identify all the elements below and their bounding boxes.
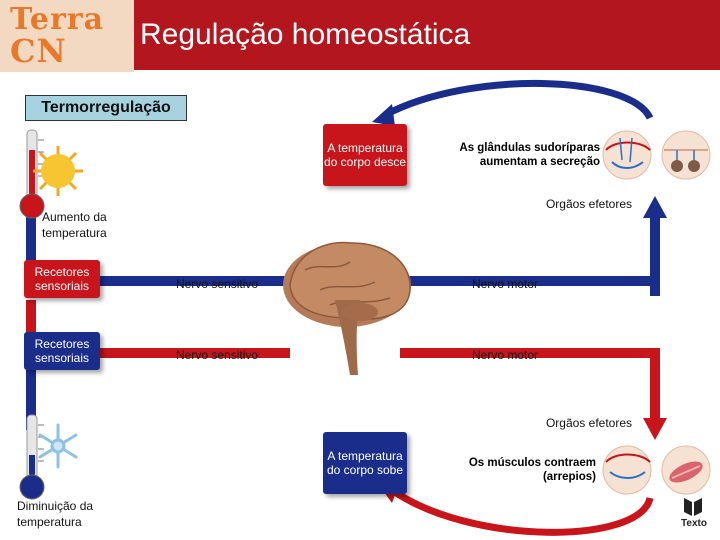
receptors-cold-text: Recetores sensoriais [24, 337, 100, 365]
sensory-nerve-label-1: Nervo sensitivo [176, 276, 286, 292]
effectors-label-bottom: Orgãos efetores [500, 415, 632, 431]
section-label: Termorregulação [25, 95, 187, 121]
temperature-up-box: A temperatura do corpo sobe [323, 432, 407, 494]
sensory-nerve-label-2: Nervo sensitivo [176, 347, 286, 363]
temperature-down-box: A temperatura do corpo desce [323, 124, 407, 186]
brain-icon [283, 242, 411, 375]
bottom-feedback-arc [392, 490, 650, 532]
snowflake-icon [40, 425, 76, 467]
receptors-hot-text: Recetores sensoriais [24, 265, 100, 293]
muscles-text: Os músculos contraem (arrepios) [446, 456, 596, 484]
receptors-hot-box: Recetores sensoriais [24, 260, 100, 298]
muscle-icon [603, 446, 710, 494]
thermometer-cold-label: Diminuição da temperatura [17, 498, 127, 530]
motor-nerve-label-1: Nervo motor [472, 276, 572, 292]
texto-logo: Texto [674, 518, 714, 529]
glands-text: As glândulas sudoríparas aumentam a secr… [436, 141, 600, 169]
motor-nerve-label-2: Nervo motor [472, 347, 572, 363]
thermometer-hot-label: Aumento da temperatura [42, 209, 142, 241]
temperature-down-text: A temperatura do corpo desce [323, 141, 407, 169]
receptors-cold-box: Recetores sensoriais [24, 332, 100, 370]
effectors-label-top: Orgãos efetores [500, 196, 632, 212]
top-feedback-arc [385, 83, 650, 118]
sweat-gland-icon [603, 131, 710, 179]
lower-right-riser [650, 348, 660, 420]
thermometer-hot-icon [20, 130, 44, 218]
lower-right-arrowhead [643, 418, 667, 440]
sun-icon [33, 146, 83, 196]
top-feedback-arrowhead [372, 104, 395, 126]
texto-logo-mark [684, 498, 702, 516]
upper-right-arrowhead [643, 196, 667, 218]
upper-right-riser [650, 215, 660, 285]
temperature-up-text: A temperatura do corpo sobe [323, 449, 407, 477]
